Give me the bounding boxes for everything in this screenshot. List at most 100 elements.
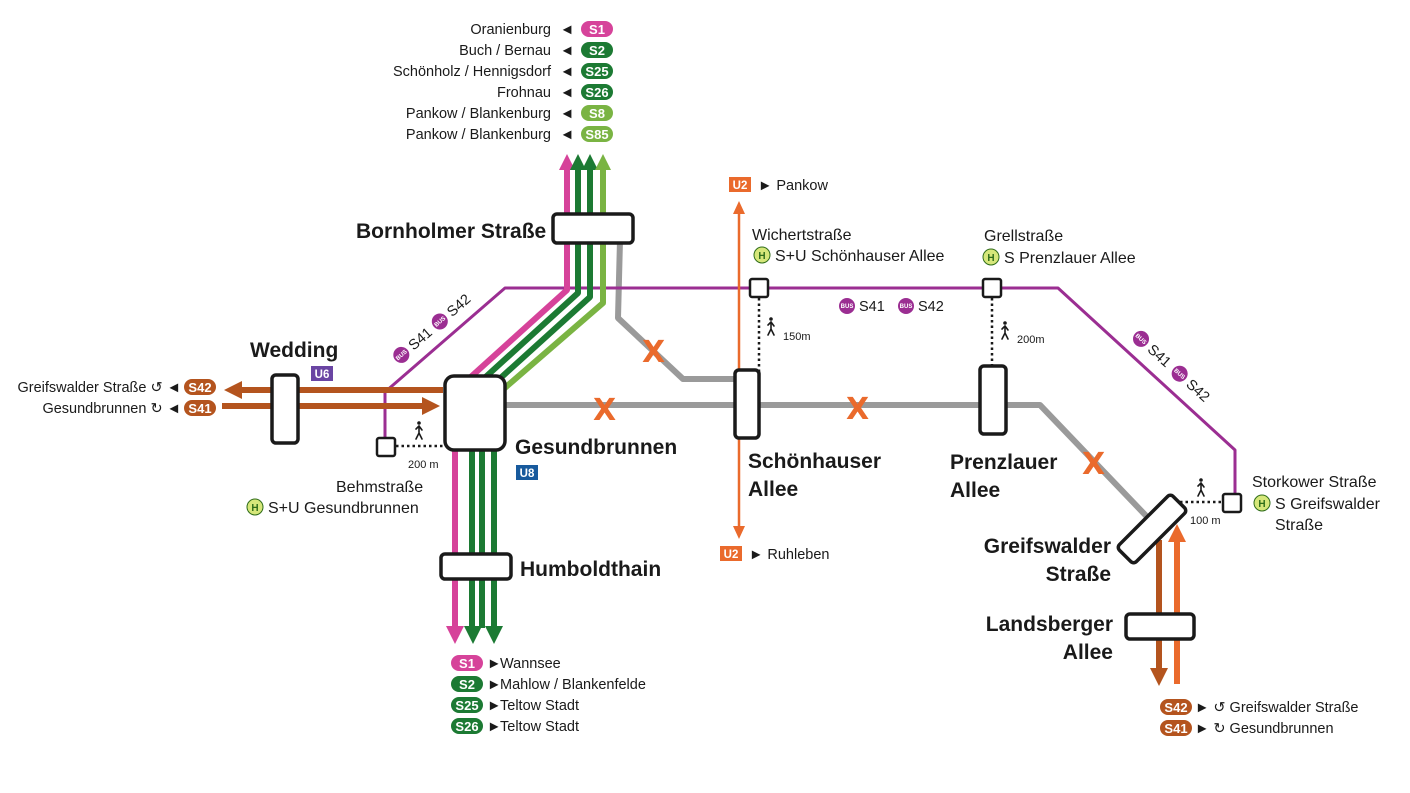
bus-icon xyxy=(1171,365,1188,382)
station-label-landsberger-2: Allee xyxy=(1063,641,1113,664)
line-badge-label: S26 xyxy=(455,719,478,734)
destination-text: Pankow / Blankenburg xyxy=(406,127,551,143)
bus-stop-sub-grell: S Prenzlauer Allee xyxy=(1004,250,1136,267)
arrow-left-icon: ◄ xyxy=(560,106,574,122)
walk-storkower: 100 m xyxy=(1190,478,1221,527)
station-gesundbrunnen-box[interactable] xyxy=(443,374,507,452)
north-s-bahn-lines xyxy=(450,168,606,396)
south-destination-row: S26►Teltow Stadt xyxy=(451,718,579,735)
arrow-right-icon: ► xyxy=(487,677,501,693)
u6-badge: U6 xyxy=(311,366,333,381)
closed-ring-line xyxy=(478,239,1155,525)
southeast-ringbahn-lines xyxy=(1150,524,1186,686)
line-badge-label: S25 xyxy=(585,64,608,79)
svg-text:U8: U8 xyxy=(520,468,535,480)
h-icon: H xyxy=(982,248,1000,266)
bus-labels-east: BUS S41 BUS S42 xyxy=(1133,330,1213,406)
station-landsberger-box[interactable] xyxy=(1124,612,1196,641)
bus-icon xyxy=(1133,330,1150,347)
arrow-left-icon: ◄ xyxy=(560,64,574,80)
u2-north-label: U2 ► Pankow xyxy=(729,177,828,194)
walk-wichert: 150m xyxy=(767,317,811,343)
svg-text:S42: S42 xyxy=(1183,377,1213,406)
bus-stop-sub-behm: S+U Gesundbrunnen xyxy=(268,500,419,517)
svg-text:S41: S41 xyxy=(1144,342,1174,371)
arrow-right-icon: ► xyxy=(487,719,501,735)
bus-stop-behmstrasse[interactable] xyxy=(375,436,397,458)
svg-text:H: H xyxy=(251,503,258,514)
destination-text: Oranienburg xyxy=(470,22,551,38)
southeast-destination-row: S42► ↺ Greifswalder Straße xyxy=(1160,699,1359,716)
destination-text: Wannsee xyxy=(500,656,561,672)
svg-text:BUS: BUS xyxy=(900,304,913,310)
destination-text: Mahlow / Blankenfelde xyxy=(500,677,646,693)
svg-text:S41: S41 xyxy=(406,325,436,354)
walking-person-icon xyxy=(415,421,423,440)
station-wedding-box[interactable] xyxy=(270,373,300,445)
bus-stop-label-storkower: Storkower Straße xyxy=(1252,474,1377,491)
station-schoenhauser-box[interactable] xyxy=(733,368,761,440)
bus-stop-squares xyxy=(375,277,1243,514)
south-destination-row: S2►Mahlow / Blankenfelde xyxy=(451,676,646,693)
station-bornholmer-box[interactable] xyxy=(551,212,635,245)
walk-grell: 200m xyxy=(1001,321,1045,346)
destination-text: ► ↺ Greifswalder Straße xyxy=(1195,700,1359,716)
line-badge-label: S41 xyxy=(188,401,211,416)
line-badge-s1: S1 xyxy=(581,21,613,37)
walking-person-icon xyxy=(1197,478,1205,497)
bus-stop-storkower[interactable] xyxy=(1221,492,1243,514)
walking-paths xyxy=(396,298,1226,504)
closed-x-icon: X xyxy=(1082,447,1105,482)
svg-text:200m: 200m xyxy=(1017,334,1045,346)
north-destination-row: Pankow / Blankenburg ◄ S8 xyxy=(406,105,613,122)
station-label-humboldthain: Humboldthain xyxy=(520,558,661,581)
bus-stop-grellstrasse[interactable] xyxy=(981,277,1003,299)
line-badge-label: S85 xyxy=(585,127,608,142)
svg-text:► Pankow: ► Pankow xyxy=(758,178,828,194)
destination-text: Frohnau xyxy=(497,85,551,101)
line-badge-s41: S41 xyxy=(184,400,216,416)
line-badge-label: S8 xyxy=(589,106,605,121)
bus-icon xyxy=(839,298,855,314)
line-badge-s42: S42 xyxy=(184,379,216,395)
station-label-landsberger-1: Landsberger xyxy=(986,613,1113,636)
station-label-schoenhauser-1: Schönhauser xyxy=(748,450,881,473)
svg-text:H: H xyxy=(1258,499,1265,510)
destination-text: Pankow / Blankenburg xyxy=(406,106,551,122)
bus-labels-top: BUS S41 BUS S42 xyxy=(839,298,944,315)
line-badge-label: S1 xyxy=(459,656,475,671)
station-greifswalder-box[interactable] xyxy=(1116,493,1188,565)
line-badge-s42: S42 xyxy=(1160,699,1192,715)
arrow-right-icon: ► xyxy=(487,698,501,714)
station-humboldthain-box[interactable] xyxy=(439,552,513,581)
west-destination-row: Greifswalder Straße ↺ ◄S42 xyxy=(18,379,216,396)
arrow-left-icon: ◄ xyxy=(560,43,574,59)
closed-x-icon: X xyxy=(593,393,616,428)
line-badge-s8: S8 xyxy=(581,105,613,121)
svg-text:U6: U6 xyxy=(315,369,330,381)
svg-text:H: H xyxy=(987,253,994,264)
bus-stop-label-wichert: Wichertstraße xyxy=(752,227,852,244)
bus-labels-west: BUS S41 BUS S42 xyxy=(393,291,474,363)
svg-text:100 m: 100 m xyxy=(1190,515,1221,527)
line-badge-s25: S25 xyxy=(451,697,483,713)
line-badge-label: S41 xyxy=(1164,721,1187,736)
station-prenzlauer-box[interactable] xyxy=(978,364,1008,436)
station-label-prenzlauer-1: Prenzlauer xyxy=(950,451,1057,474)
west-destination-row: Gesundbrunnen ↻ ◄S41 xyxy=(42,400,216,417)
southeast-destination-row: S41► ↻ Gesundbrunnen xyxy=(1160,720,1334,737)
arrow-left-icon: ◄ xyxy=(560,127,574,143)
south-s-bahn-lines xyxy=(452,440,497,628)
station-label-gesundbrunnen: Gesundbrunnen xyxy=(515,436,677,459)
line-badge-label: S26 xyxy=(585,85,608,100)
bus-icon xyxy=(393,346,410,363)
svg-text:H: H xyxy=(758,251,765,262)
destination-text: Schönholz / Hennigsdorf xyxy=(393,64,552,80)
north-destination-row: Buch / Bernau◄S2 xyxy=(459,42,613,59)
bus-stop-label-grell: Grellstraße xyxy=(984,228,1063,245)
bus-stop-wichertstrasse[interactable] xyxy=(748,277,770,299)
bus-icon xyxy=(431,313,448,330)
